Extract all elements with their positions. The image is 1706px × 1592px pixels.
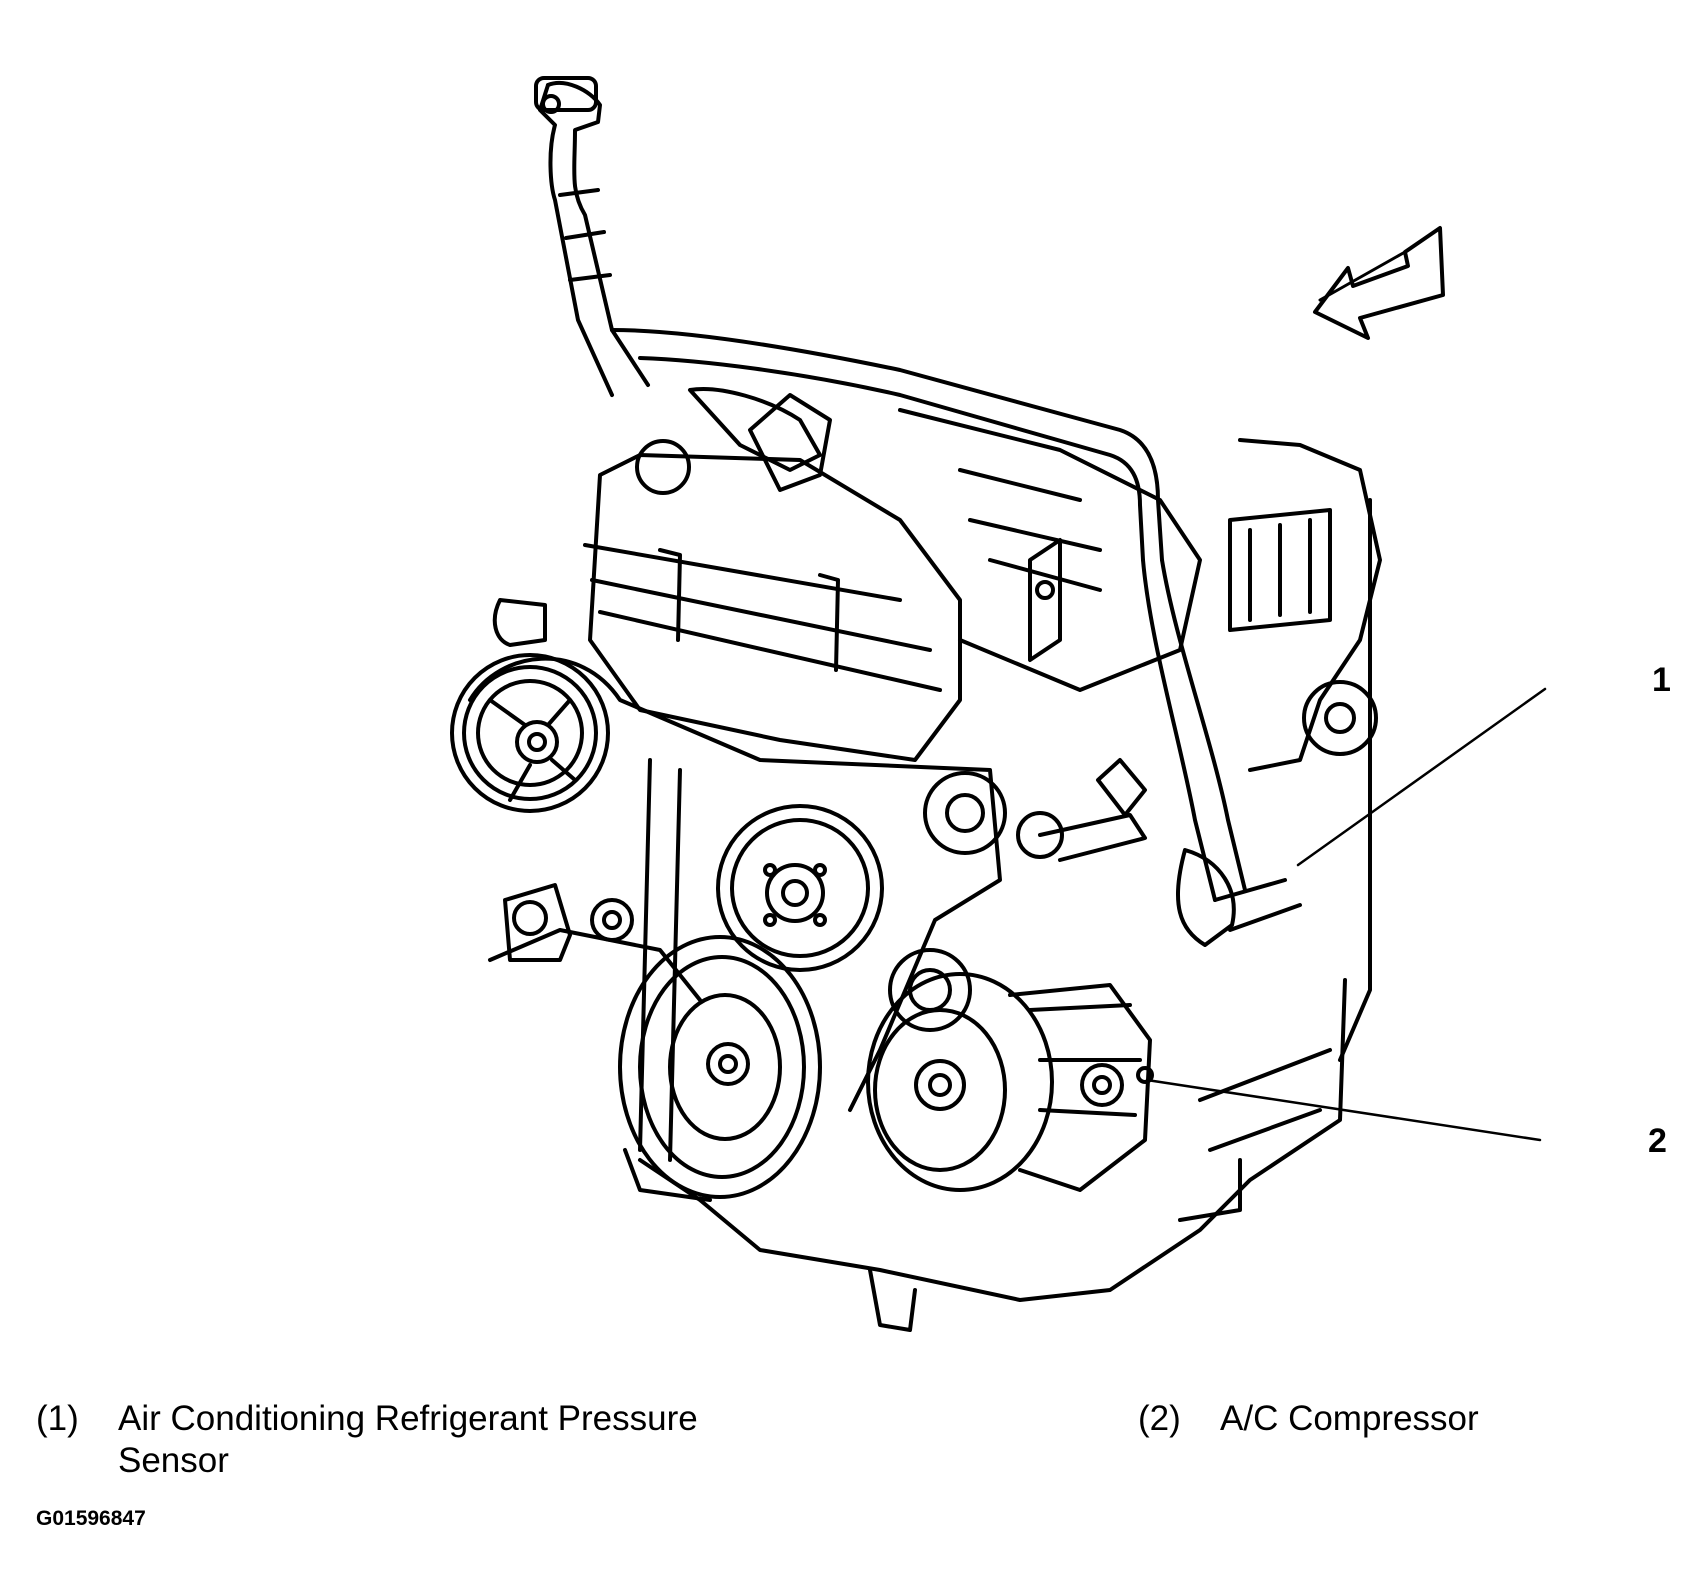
callout-2: 2 [1648, 1122, 1667, 1160]
legend-item-2: (2) A/C Compressor [1138, 1398, 1638, 1443]
water-pump-pulley [716, 804, 884, 972]
power-steering-pulley [450, 653, 610, 813]
engine-illustration [450, 76, 1547, 1332]
refrigerant-hose [534, 76, 1302, 947]
leader-line-2 [1145, 1078, 1542, 1142]
figure-id: G01596847 [36, 1507, 146, 1530]
crankshaft-balancer [618, 935, 822, 1202]
belt-tensioner [503, 883, 634, 962]
legend-label-continued: Sensor [118, 1441, 229, 1480]
idler-pulley [888, 771, 1147, 1032]
legend-label: A/C Compressor [1220, 1399, 1479, 1438]
engine-valve-cover [492, 387, 1382, 772]
legend-number: (1) [36, 1399, 79, 1438]
ac-compressor [866, 972, 1154, 1192]
leader-line-1 [1296, 687, 1547, 867]
legend-number: (2) [1138, 1399, 1181, 1438]
engine-oil-pan [638, 498, 1372, 1332]
callout-1: 1 [1652, 661, 1671, 699]
legend-label: Air Conditioning Refrigerant Pressure [118, 1399, 698, 1438]
direction-arrow-icon [1313, 226, 1445, 340]
legend-item-1: (1) Air Conditioning Refrigerant Pressur… [36, 1398, 866, 1488]
